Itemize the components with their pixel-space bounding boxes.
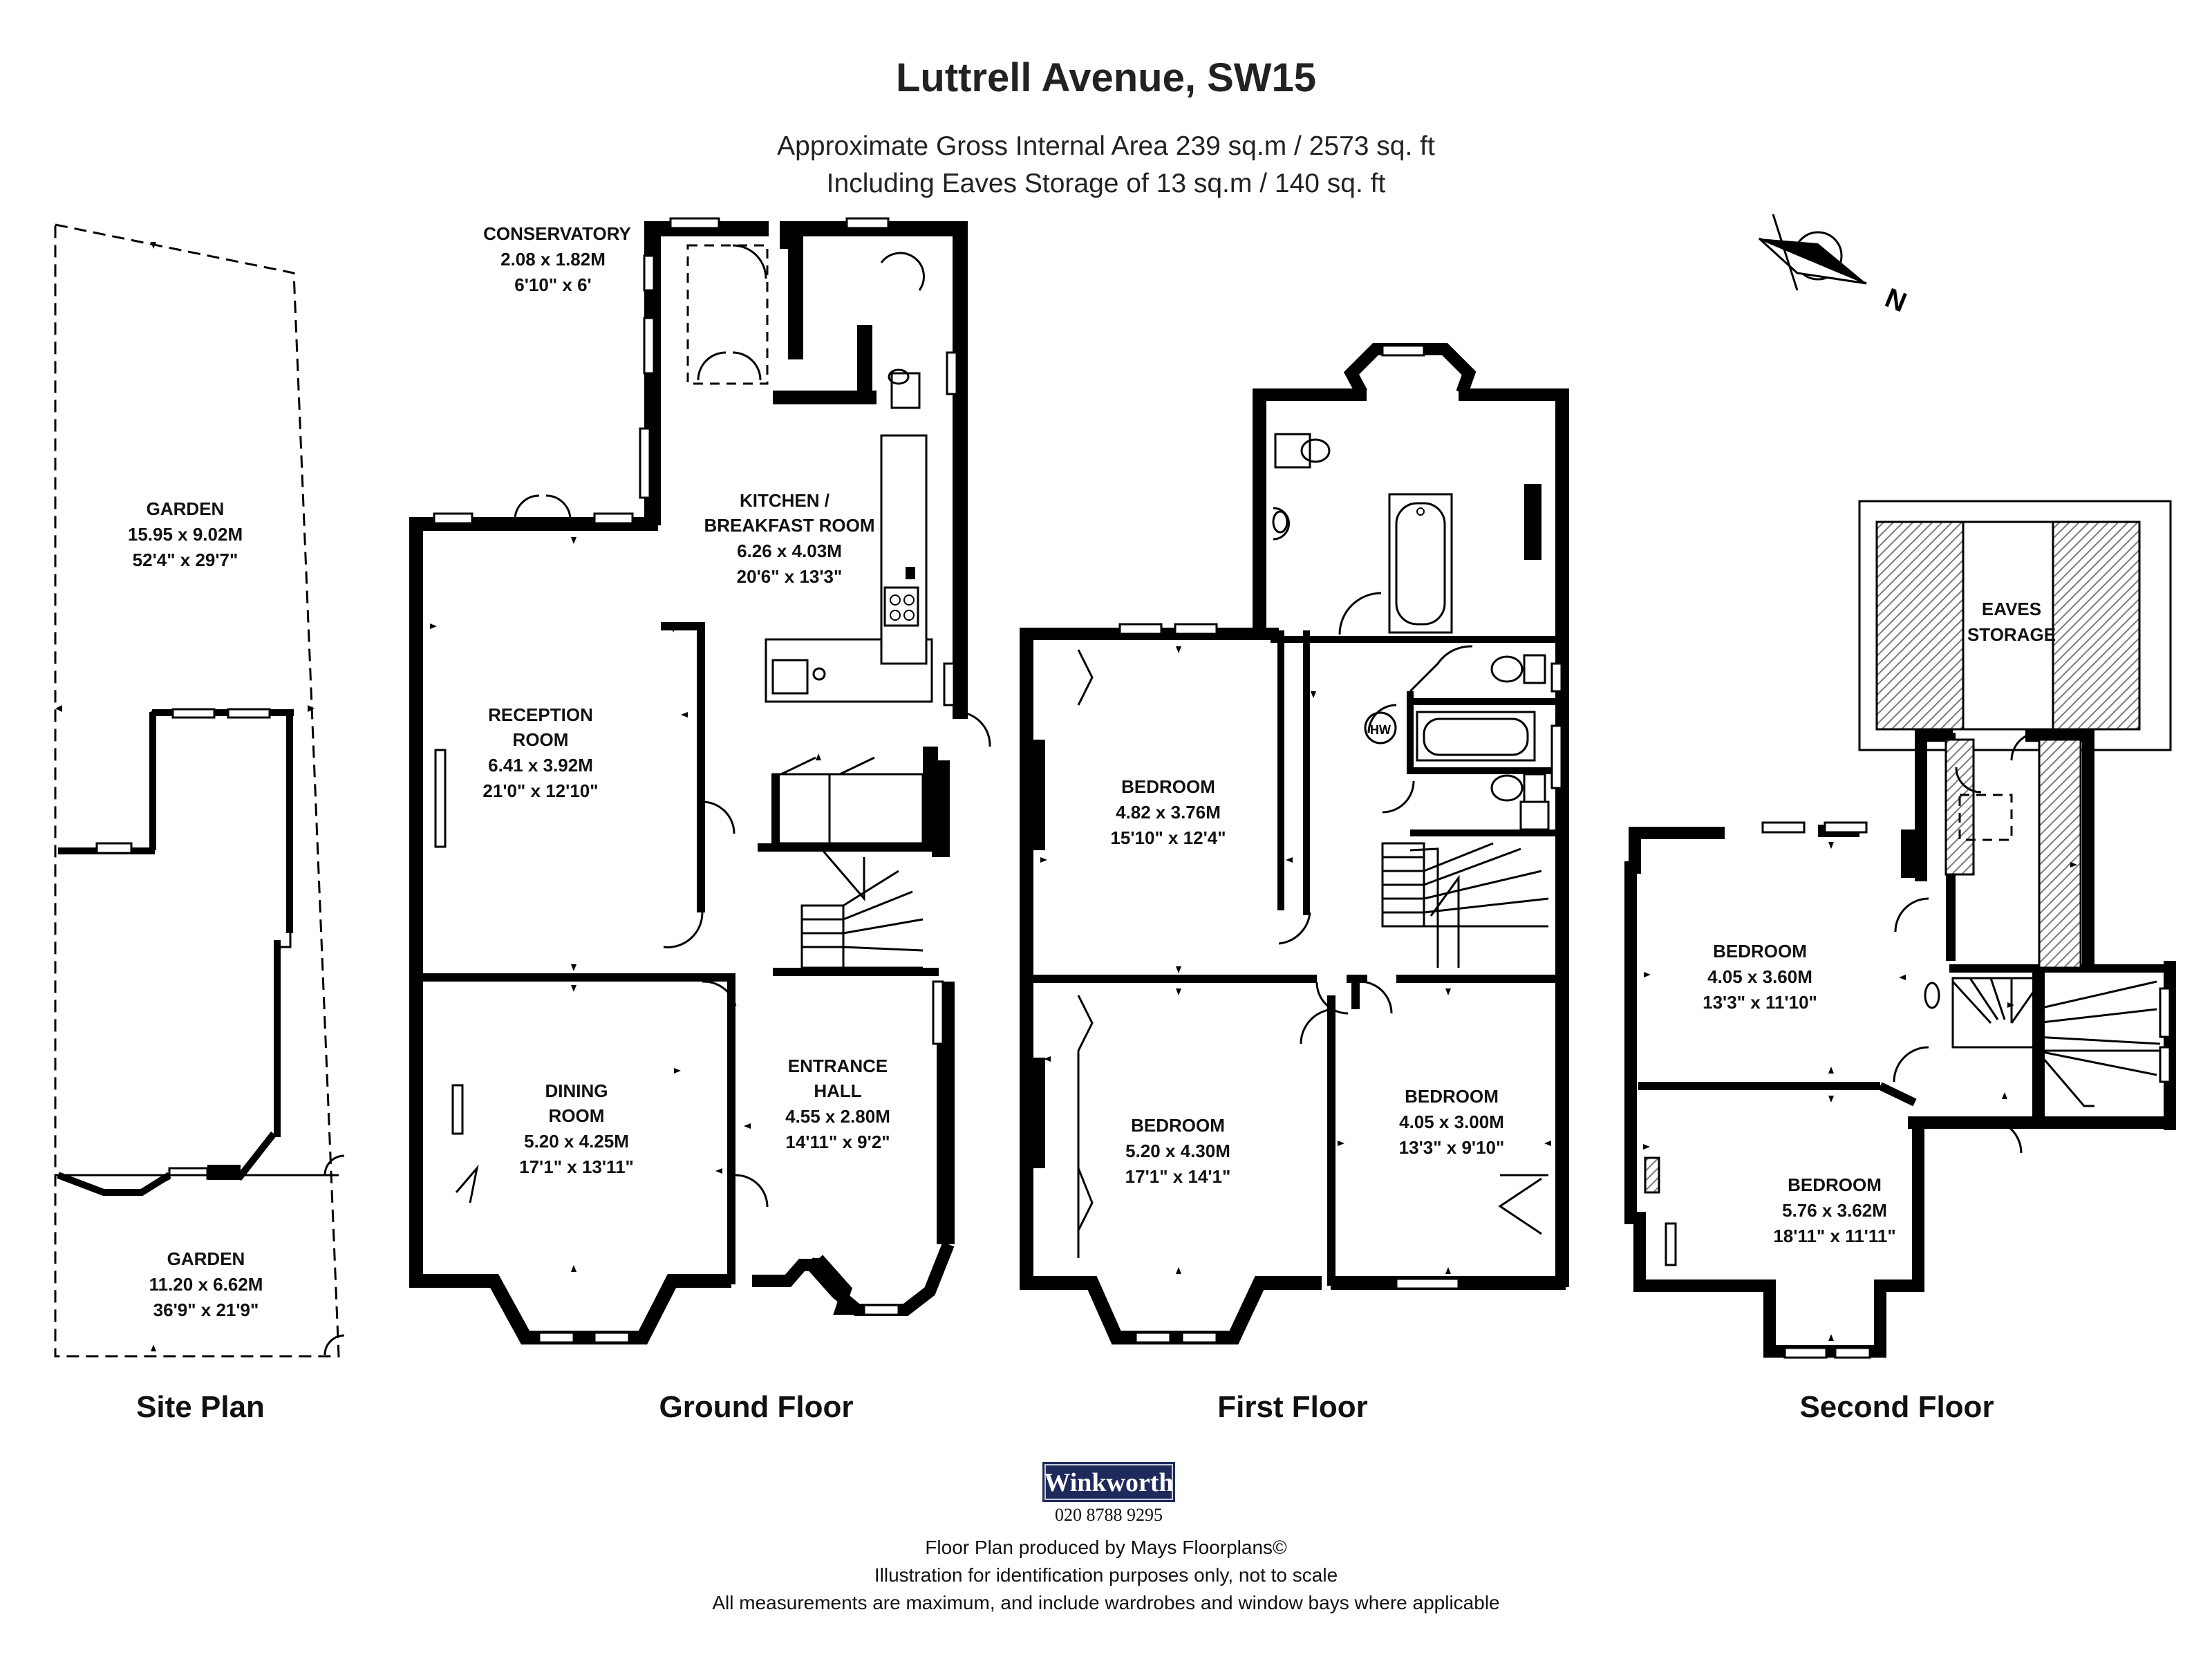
site-plan-label: Site Plan — [136, 1390, 265, 1424]
conservatory-metric: 2.08 x 1.82M — [500, 249, 606, 270]
hot-water-label: HW — [1370, 723, 1391, 737]
disclaimer-line-1: Illustration for identification purposes… — [874, 1564, 1338, 1586]
entrance-name-line1: ENTRANCE — [788, 1056, 888, 1076]
kitchen-name-line2: BREAKFAST ROOM — [704, 515, 875, 536]
gross-area-line: Approximate Gross Internal Area 239 sq.m… — [777, 131, 1435, 161]
site-garden-rear-imperial: 52'4" x 29'7" — [133, 550, 238, 570]
reception-name-line1: RECEPTION — [488, 704, 593, 725]
first-bedroom-c-imperial: 13'3" x 9'10" — [1399, 1137, 1505, 1158]
kitchen-name-line1: KITCHEN / — [740, 490, 830, 511]
first-bedroom-b-name: BEDROOM — [1131, 1115, 1225, 1136]
credit-line: Floor Plan produced by Mays Floorplans© — [925, 1537, 1287, 1558]
disclaimer-line-2: All measurements are maximum, and includ… — [712, 1592, 1499, 1613]
dining-imperial: 17'1" x 13'11" — [519, 1156, 634, 1177]
winkworth-logo: Winkworth — [1042, 1462, 1175, 1502]
first-floor-plan: HW — [1020, 343, 1569, 1424]
second-floor-plan: EAVES STORAGE — [1624, 500, 2176, 1424]
conservatory-name: CONSERVATORY — [483, 223, 631, 244]
site-plan: GARDEN 15.95 x 9.02M 52'4" x 29'7" GARDE… — [54, 223, 345, 1424]
entrance-metric: 4.55 x 2.80M — [785, 1106, 890, 1127]
first-bedroom-a-imperial: 15'10" x 12'4" — [1110, 827, 1226, 848]
entrance-imperial: 14'11" x 9'2" — [785, 1132, 890, 1152]
site-garden-front-name: GARDEN — [167, 1248, 245, 1269]
eaves-name-line2: STORAGE — [1967, 624, 2056, 645]
eaves-area-line: Including Eaves Storage of 13 sq.m / 140… — [827, 169, 1386, 198]
first-bedroom-a-name: BEDROOM — [1121, 776, 1215, 797]
dining-name-line1: DINING — [545, 1080, 608, 1101]
second-bedroom-b-imperial: 18'11" x 11'11" — [1773, 1226, 1895, 1246]
site-boundary — [54, 223, 340, 1358]
second-bedroom-a-imperial: 13'3" x 11'10" — [1703, 992, 1817, 1013]
kitchen-imperial: 20'6" x 13'3" — [737, 566, 843, 587]
site-garden-front-metric: 11.20 x 6.62M — [149, 1274, 263, 1295]
dining-metric: 5.20 x 4.25M — [524, 1131, 629, 1152]
ground-floor-label: Ground Floor — [659, 1390, 853, 1424]
second-bedroom-b-metric: 5.76 x 3.62M — [1782, 1200, 1887, 1221]
reception-imperial: 21'0" x 12'10" — [482, 780, 598, 801]
site-garden-rear-name: GARDEN — [147, 498, 225, 519]
second-bedroom-b-name: BEDROOM — [1788, 1174, 1882, 1195]
first-bedroom-c-name: BEDROOM — [1405, 1086, 1499, 1107]
ground-floor-plan: CONSERVATORY 2.08 x 1.82M 6'10" x 6' KIT… — [409, 217, 991, 1424]
kitchen-metric: 6.26 x 4.03M — [737, 541, 842, 561]
compass-north-label: N — [1881, 283, 1911, 319]
dining-name-line2: ROOM — [549, 1105, 605, 1126]
first-bedroom-b-imperial: 17'1" x 14'1" — [1125, 1166, 1231, 1187]
brand-name: Winkworth — [1044, 1468, 1173, 1497]
entrance-name-line2: HALL — [814, 1080, 861, 1101]
second-bedroom-a-name: BEDROOM — [1713, 941, 1807, 962]
site-garden-rear-metric: 15.95 x 9.02M — [128, 524, 243, 545]
site-garden-front-imperial: 36'9" x 21'9" — [153, 1300, 259, 1320]
second-floor-label: Second Floor — [1799, 1390, 1994, 1424]
plan-title: Luttrell Avenue, SW15 — [896, 55, 1316, 100]
second-bedroom-a-metric: 4.05 x 3.60M — [1707, 966, 1812, 987]
brand-phone: 020 8788 9295 — [1055, 1505, 1163, 1525]
reception-name-line2: ROOM — [513, 729, 569, 750]
first-bedroom-b-metric: 5.20 x 4.30M — [1125, 1141, 1230, 1161]
compass-icon: N — [1758, 214, 1911, 319]
conservatory-imperial: 6'10" x 6' — [514, 274, 591, 295]
reception-metric: 6.41 x 3.92M — [488, 755, 593, 776]
first-bedroom-c-metric: 4.05 x 3.00M — [1399, 1112, 1504, 1132]
eaves-name-line1: EAVES — [1982, 599, 2041, 619]
first-bedroom-a-metric: 4.82 x 3.76M — [1116, 802, 1221, 823]
first-floor-label: First Floor — [1217, 1390, 1368, 1424]
